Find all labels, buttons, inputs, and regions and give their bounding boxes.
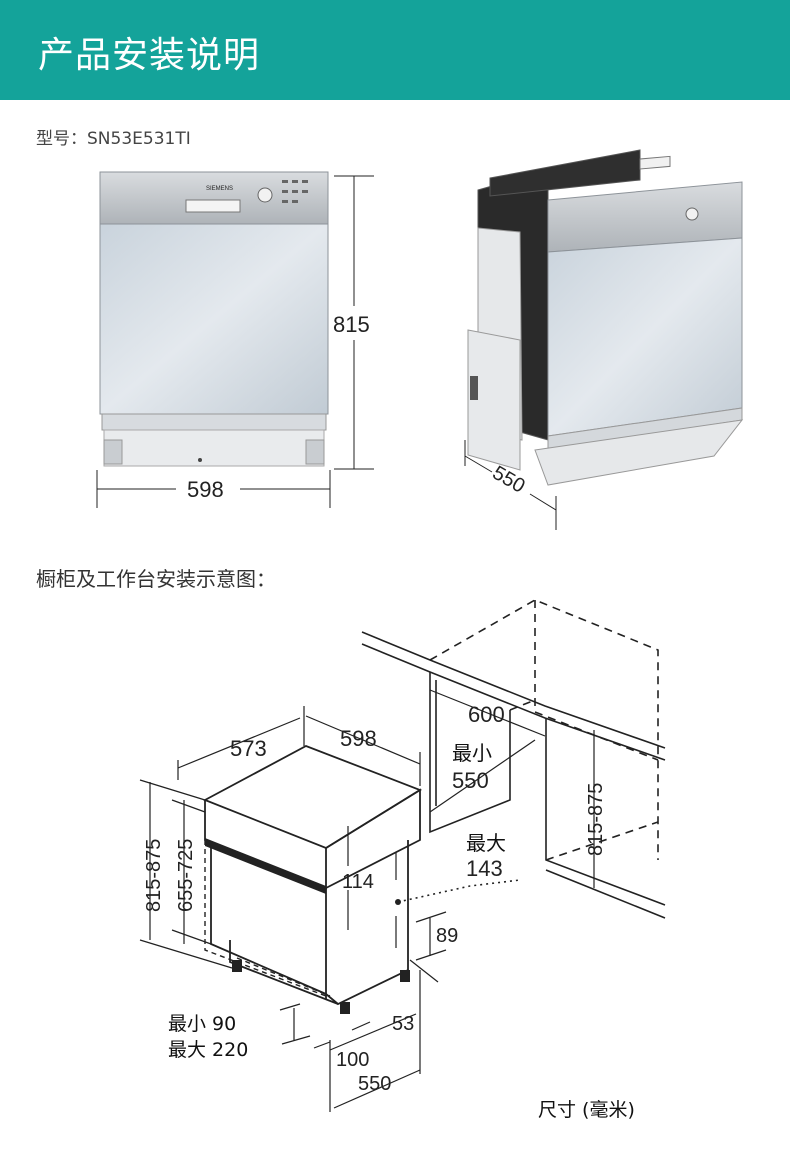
control-strip bbox=[205, 838, 326, 894]
section-title: 橱柜及工作台安装示意图： bbox=[36, 567, 276, 591]
door-panel bbox=[99, 223, 329, 415]
header-banner: 产品安装说明 bbox=[0, 0, 790, 100]
dim-550-bottom: 550 bbox=[358, 1073, 391, 1095]
dim-114: 114 bbox=[342, 871, 374, 893]
model-number: 型号：SN53E531TI bbox=[36, 129, 191, 149]
height-dimension: 815 bbox=[333, 312, 370, 337]
units-note: 尺寸 (毫米) bbox=[538, 1099, 635, 1121]
angled-base bbox=[534, 419, 744, 486]
depth-dimension: 550 bbox=[489, 462, 529, 498]
dishwasher-angled-view bbox=[467, 149, 744, 486]
height-815-875: 815-875 bbox=[143, 839, 165, 912]
dim-100: 100 bbox=[336, 1049, 369, 1071]
depth-dimension-lines bbox=[464, 440, 557, 530]
dishwasher-front-view: SIEMENS bbox=[99, 171, 329, 467]
dim-573: 573 bbox=[230, 736, 267, 761]
brand-logo: SIEMENS bbox=[206, 186, 233, 192]
niche-height: 815-875 bbox=[585, 783, 607, 856]
kick-plate bbox=[101, 413, 327, 431]
height-655-725: 655-725 bbox=[175, 839, 197, 912]
control-panel bbox=[99, 171, 329, 225]
dishwasher-hidden-lines bbox=[204, 840, 331, 997]
diagram-dimension-lines bbox=[139, 689, 595, 1112]
dim-max-143: 143 bbox=[466, 856, 503, 881]
width-dimension: 598 bbox=[187, 477, 224, 502]
display-window bbox=[185, 199, 241, 213]
angled-door bbox=[547, 237, 743, 437]
left-cabinet bbox=[429, 672, 511, 834]
program-knob-icon bbox=[257, 187, 273, 203]
dim-600: 600 bbox=[468, 702, 505, 727]
countertop-lines bbox=[361, 631, 666, 761]
max-label: 最大 bbox=[466, 831, 506, 855]
feet-max: 最大 220 bbox=[168, 1039, 248, 1061]
feet-min: 最小 90 bbox=[168, 1013, 236, 1035]
front-dimension-lines bbox=[96, 175, 374, 508]
dim-min-550: 550 bbox=[452, 768, 489, 793]
dim-89: 89 bbox=[436, 925, 458, 947]
min-label: 最小 bbox=[452, 741, 492, 765]
dim-53: 53 bbox=[392, 1013, 414, 1035]
dim-598: 598 bbox=[340, 726, 377, 751]
base-frame bbox=[103, 429, 325, 467]
dishwasher-feet bbox=[232, 960, 410, 1014]
niche-outline bbox=[429, 599, 659, 861]
page-title: 产品安装说明 bbox=[38, 35, 261, 76]
max-143-leader bbox=[397, 879, 521, 903]
